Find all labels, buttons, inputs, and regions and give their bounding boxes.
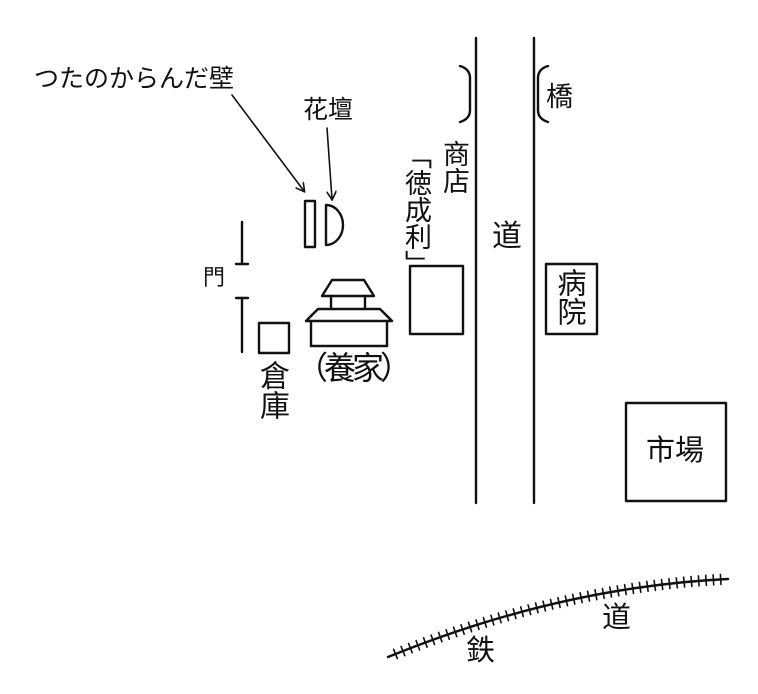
railway-ties xyxy=(392,573,722,660)
bridge-right-bracket xyxy=(536,64,550,124)
railway-tie xyxy=(490,614,495,626)
railway-tie xyxy=(475,619,480,631)
railway-tie xyxy=(579,591,584,604)
railway-tie xyxy=(660,578,664,591)
storehouse-shape xyxy=(257,321,291,355)
railway-tie xyxy=(400,645,406,657)
house-shape xyxy=(304,278,394,348)
railway-tie xyxy=(445,628,451,641)
storehouse-label: 倉庫 xyxy=(254,360,289,420)
railway-tie xyxy=(697,575,700,587)
railway-tie xyxy=(497,612,502,624)
railway-tie xyxy=(690,575,693,588)
railway-tie xyxy=(557,596,561,609)
railway-tie xyxy=(430,634,436,646)
hospital-label: 病院 xyxy=(553,268,587,326)
railway-label-2: 道 xyxy=(602,600,632,634)
railway-tie xyxy=(601,587,606,600)
railway-tie xyxy=(460,623,466,636)
railway-tie xyxy=(682,576,686,588)
railway-tie xyxy=(668,577,671,590)
railway-tie xyxy=(571,593,576,605)
road-label: 道 xyxy=(492,219,522,254)
railway-tie xyxy=(675,577,679,589)
railway-tie xyxy=(437,631,443,643)
railway-tie xyxy=(467,621,473,633)
railway-tie xyxy=(623,583,628,596)
railway-tie xyxy=(452,626,458,638)
railway-tie xyxy=(586,590,591,602)
hospital-box xyxy=(544,262,599,336)
flower-bed-shape xyxy=(324,203,345,247)
shop-label: 商店 xyxy=(438,140,469,194)
railway-line xyxy=(386,577,730,659)
flower-bed-label: 花壇 xyxy=(303,95,354,124)
railway-tie xyxy=(631,582,635,595)
railway-tie xyxy=(482,616,488,629)
railway-tie xyxy=(645,580,649,593)
railway-tie xyxy=(504,610,510,622)
railway-tie xyxy=(704,574,708,587)
gate-label: 門 xyxy=(203,266,226,291)
railway-tie xyxy=(407,642,414,654)
shop-building xyxy=(408,264,465,336)
railway-tie xyxy=(719,573,722,586)
market-box xyxy=(624,401,728,503)
railway-tie xyxy=(549,598,554,610)
railway-tie xyxy=(392,648,399,660)
shop-name-label: 「徳成利」 xyxy=(400,142,431,277)
railway-tie xyxy=(519,606,525,618)
railway-tie xyxy=(534,602,539,614)
bridge-left-bracket xyxy=(458,64,472,124)
railway-tie xyxy=(638,581,642,594)
railway-tie xyxy=(542,600,547,612)
ivy-wall-shape xyxy=(303,199,317,249)
railway-tie xyxy=(422,636,428,649)
railway-tie xyxy=(527,604,532,616)
railway-tie xyxy=(616,585,620,597)
railway-tie xyxy=(653,579,657,592)
foster-home-label: （養家） xyxy=(296,349,412,387)
railway-tie xyxy=(415,639,421,651)
market-label: 市場 xyxy=(646,433,705,467)
railway-tie xyxy=(564,595,569,607)
flower-bed-arrow xyxy=(326,127,332,199)
ivy-wall-label: つたのからんだ壁 xyxy=(34,64,235,93)
railway-tie xyxy=(512,608,517,620)
railway-tie xyxy=(712,573,715,586)
railway-tie xyxy=(608,586,613,598)
railway-label-1: 鉄 xyxy=(466,633,496,667)
railway-tie xyxy=(594,588,598,601)
ivy-wall-arrow xyxy=(231,94,304,191)
bridge-label: 橋 xyxy=(546,82,573,113)
